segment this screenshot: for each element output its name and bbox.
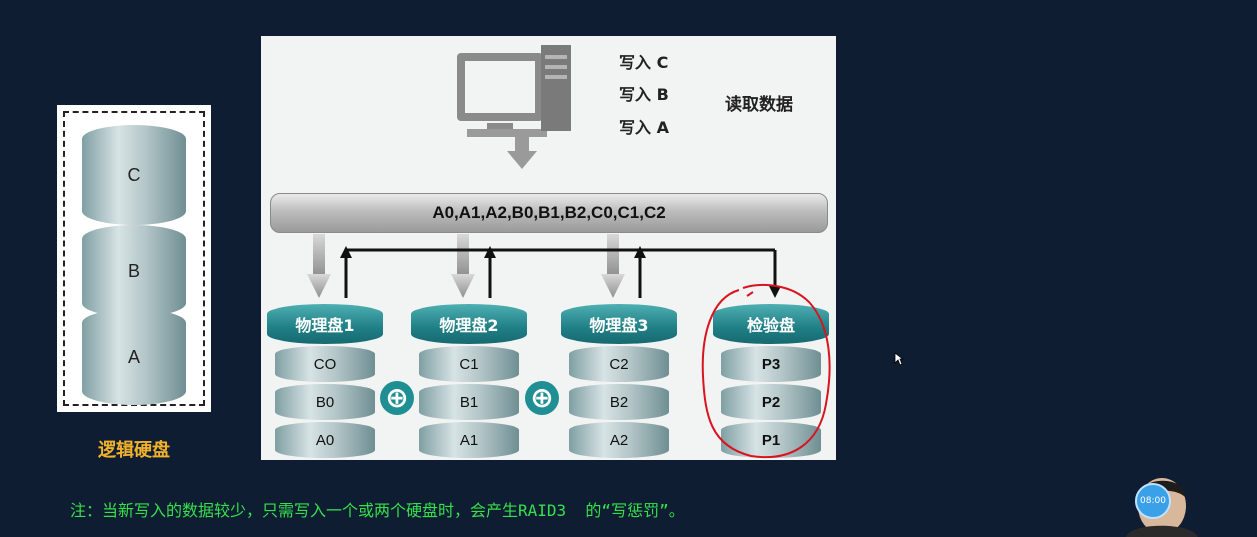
disk-3-block-b2: B2 (569, 384, 669, 420)
logical-segment-c: C (82, 125, 186, 225)
logical-disk-label: 逻辑硬盘 (98, 440, 170, 461)
disk-2-label: 物理盘2 (411, 304, 527, 344)
disk-3-label: 物理盘3 (561, 304, 677, 344)
disk-3-block-a2: A2 (569, 422, 669, 458)
data-flow-arrows (307, 234, 781, 298)
parity-disk-annotation-circle (701, 283, 831, 459)
disk-1-block-b0: B0 (275, 384, 375, 420)
timer-badge[interactable]: 08:00 (1135, 483, 1171, 519)
physical-disk-2: 物理盘2 C1 B1 A1 (411, 304, 527, 458)
bus-label: A0,A1,A2,B0,B1,B2,C0,C1,C2 (432, 203, 666, 222)
computer-icon (457, 45, 571, 169)
physical-disk-3: 物理盘3 C2 B2 A2 (561, 304, 677, 458)
disk-2-block-b1: B1 (419, 384, 519, 420)
parity-block-p3: P3 (721, 346, 821, 382)
disk-1-block-c0: CO (275, 346, 375, 382)
data-bus: A0,A1,A2,B0,B1,B2,C0,C1,C2 (270, 193, 828, 233)
raid3-diagram: 写入 C 写入 B 写入 A 读取数据 A0,A1,A2,B0,B1,B2,C0… (261, 36, 836, 460)
logical-segment-a: A (82, 309, 186, 405)
write-a-label: 写入 A (619, 118, 669, 137)
disk-1-block-a0: A0 (275, 422, 375, 458)
footnote-text: 注：当新写入的数据较少，只需写入一个或两个硬盘时，会产生RAID3 的“写惩罚”… (70, 501, 685, 520)
disk-2-block-c1: C1 (419, 346, 519, 382)
logical-disk-panel: C B A (57, 105, 211, 412)
logical-segment-b: B (82, 225, 186, 317)
disk-2-block-a1: A1 (419, 422, 519, 458)
xor-icon: ⊕ (380, 381, 414, 415)
disk-1-label: 物理盘1 (267, 304, 383, 344)
xor-icon: ⊕ (525, 381, 559, 415)
logical-disk-cylinder: C B A (82, 125, 186, 405)
read-data-label: 读取数据 (725, 95, 793, 115)
physical-disk-1: 物理盘1 CO B0 A0 (267, 304, 383, 458)
dashed-frame (63, 111, 205, 406)
write-b-label: 写入 B (619, 85, 669, 104)
disk-3-block-c2: C2 (569, 346, 669, 382)
parity-disk-label: 检验盘 (713, 304, 829, 344)
parity-block-p2: P2 (721, 384, 821, 420)
mouse-cursor-icon (894, 352, 904, 366)
write-c-label: 写入 C (619, 53, 669, 72)
